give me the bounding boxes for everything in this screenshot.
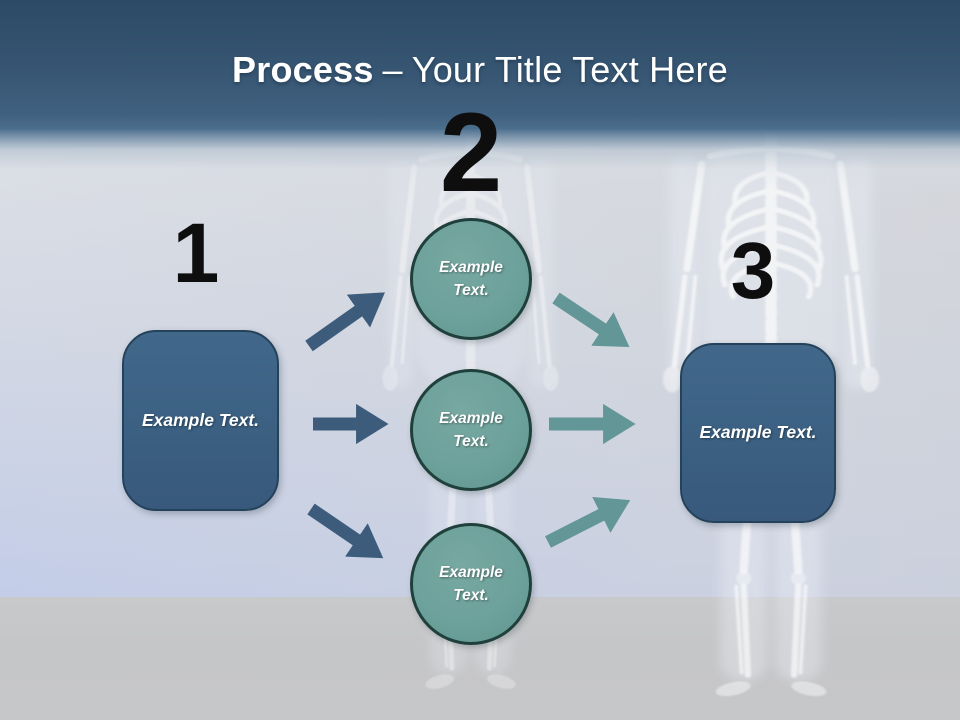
step-2-circle-1: Example Text. xyxy=(410,218,532,340)
step-1-box: Example Text. xyxy=(122,330,279,511)
slide-title-rest: Your Title Text Here xyxy=(411,49,728,90)
step-1-label: Example Text. xyxy=(141,409,260,430)
step-3-box: Example Text. xyxy=(680,343,836,523)
step-1-number: 1 xyxy=(172,206,220,300)
step-2-circle-2: Example Text. xyxy=(410,369,532,491)
step-3-label: Example Text. xyxy=(699,422,817,443)
step-2-number: 2 xyxy=(439,90,503,215)
slide-title-separator: – xyxy=(382,49,403,90)
step-2-circle-1-label: Example Text. xyxy=(439,258,503,299)
step-2-circle-3-label: Example Text. xyxy=(439,563,503,604)
step-3-number: 3 xyxy=(730,226,776,315)
arrow-up-right-icon xyxy=(545,496,631,548)
slide-title: Process–Your Title Text Here xyxy=(0,49,960,91)
arrow-down-right-icon xyxy=(552,292,630,347)
slide-title-emphasis: Process xyxy=(232,49,374,90)
step-2-circle-3: Example Text. xyxy=(410,523,532,645)
arrow-down-right-icon xyxy=(307,503,384,559)
step-2-circle-2-label: Example Text. xyxy=(439,409,503,450)
arrow-up-right-icon xyxy=(305,292,385,352)
